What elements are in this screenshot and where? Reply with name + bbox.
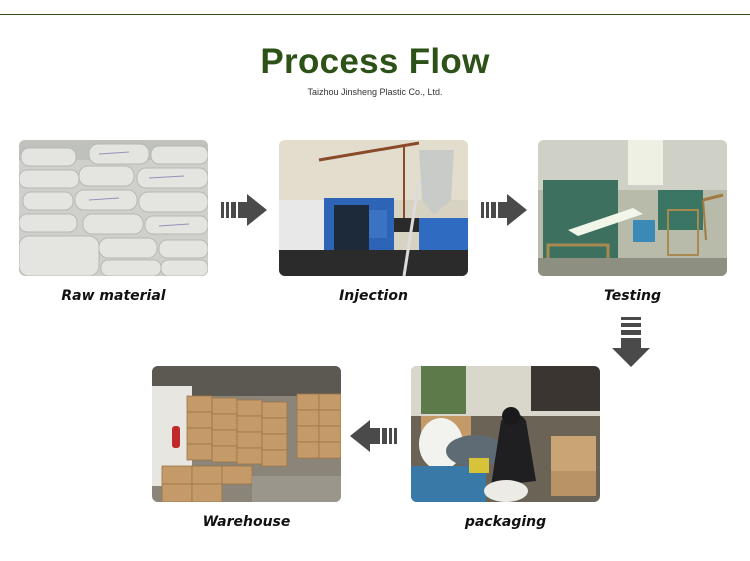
top-divider bbox=[0, 14, 750, 15]
step-label: packaging bbox=[464, 514, 547, 530]
company-subtitle: Taizhou Jinsheng Plastic Co., Ltd. bbox=[307, 87, 443, 97]
step-raw-material: Raw material bbox=[19, 140, 208, 304]
packaging-photo bbox=[411, 366, 600, 502]
injection-photo bbox=[279, 140, 468, 276]
arrow-down-icon bbox=[612, 315, 652, 369]
step-warehouse: Warehouse bbox=[152, 366, 341, 530]
page-title: Process Flow bbox=[260, 42, 490, 81]
step-label: Warehouse bbox=[202, 514, 291, 530]
warehouse-photo bbox=[152, 366, 341, 502]
arrow-right-icon bbox=[219, 192, 269, 228]
arrow-right-icon bbox=[479, 192, 529, 228]
step-label: Injection bbox=[339, 288, 408, 304]
step-testing: Testing bbox=[538, 140, 727, 304]
arrow-left-icon bbox=[348, 418, 400, 454]
step-label: Testing bbox=[603, 288, 662, 304]
step-packaging: packaging bbox=[411, 366, 600, 530]
step-label: Raw material bbox=[61, 288, 166, 304]
testing-photo bbox=[538, 140, 727, 276]
step-injection: Injection bbox=[279, 140, 468, 304]
raw-material-photo bbox=[19, 140, 208, 276]
